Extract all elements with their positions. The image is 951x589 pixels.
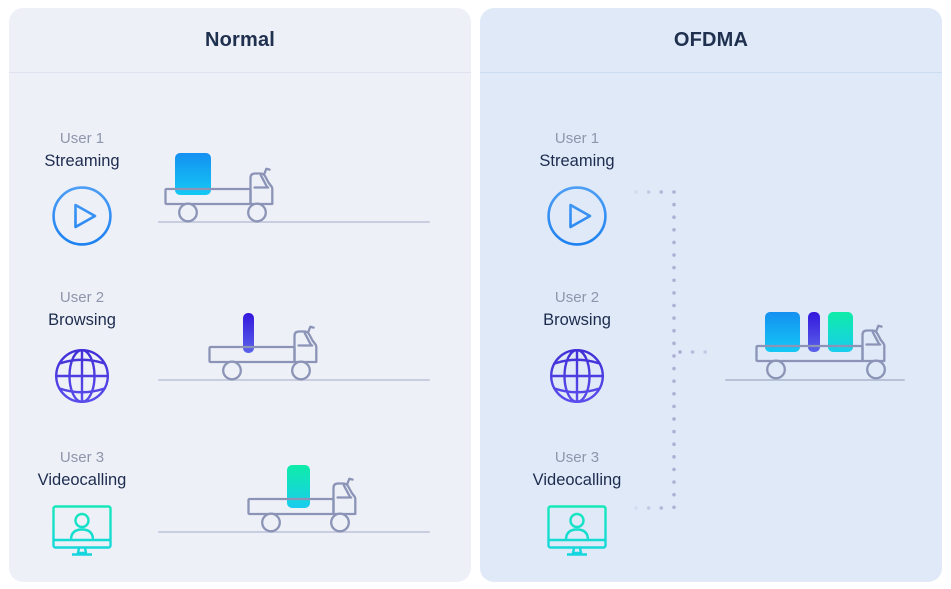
truck-icon-large [755,324,886,380]
user3-activity: Videocalling [37,471,127,489]
panel-ofdma-title: OFDMA [673,28,749,51]
ground-line [158,531,430,533]
panel-ofdma-header: OFDMA [480,8,942,73]
user2-name: User 2 [59,289,105,306]
truck-icon [247,477,357,533]
truck-icon [164,167,274,223]
user3-activity: Videocalling [532,471,622,489]
user3-name: User 3 [554,449,600,466]
cargo-block-videocalling [287,465,310,508]
panel-normal-header: Normal [9,8,471,73]
dotted-connectors [634,190,714,510]
truck-icon [208,325,318,381]
user2-activity: Browsing [543,311,611,329]
ground-line [158,379,430,381]
user2-name: User 2 [554,289,600,306]
play-icon [546,185,608,247]
user2-activity: Browsing [48,311,116,329]
ground-line [725,379,905,381]
play-icon [51,185,113,247]
ground-line [158,221,430,223]
user1-name: User 1 [59,130,105,147]
globe-icon [546,345,608,407]
monitor-icon [546,504,608,562]
globe-icon [51,345,113,407]
panel-normal-title: Normal [204,28,276,51]
user1-activity: Streaming [44,152,120,170]
user3-name: User 3 [59,449,105,466]
cargo-block-browsing [243,313,254,353]
panel-normal: Normal User 1 Streaming User 2 Browsing [9,8,471,582]
panel-ofdma: OFDMA User 1 Streamin [480,8,942,582]
monitor-icon [51,504,113,562]
user1-name: User 1 [554,130,600,147]
user1-activity: Streaming [539,152,615,170]
cargo-block-browsing [808,312,820,352]
